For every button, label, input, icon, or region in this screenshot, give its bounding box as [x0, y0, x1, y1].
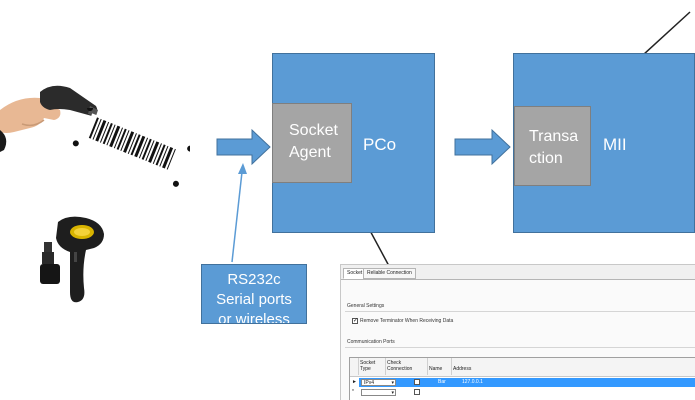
- rs232-pointer-head: [238, 163, 247, 174]
- pco-label: PCo: [363, 135, 397, 154]
- row-header-corner: [350, 358, 359, 375]
- rs232-box: RS232c Serial ports or wireless: [201, 264, 307, 324]
- row-selection-highlight: [359, 378, 695, 387]
- col-address[interactable]: Address: [453, 366, 472, 372]
- socket-agent-box: Socket Agent: [272, 103, 352, 183]
- row-marker: *: [352, 389, 354, 395]
- arrow-scanner-to-pco: [216, 128, 271, 166]
- rs232-line1: RS232c: [227, 271, 281, 288]
- socket-type-value: IPv4: [364, 380, 375, 386]
- transaction-line2: ction: [529, 150, 563, 167]
- grid-header: Socket Type Check Connection Name Addres…: [350, 358, 695, 377]
- socket-type-select[interactable]: IPv4 ▾: [361, 379, 396, 386]
- rs232-line3: or wireless: [218, 311, 290, 324]
- arrow-pco-to-mii: [454, 128, 511, 166]
- table-row[interactable]: ► IPv4 ▾ Bar 127.0.0.1: [350, 378, 695, 387]
- tab-strip-divider: [341, 279, 695, 280]
- usb-receiver-icon: [40, 242, 60, 284]
- socket-settings-dialog: Socket Reliable Connection General Setti…: [340, 264, 695, 400]
- name-cell[interactable]: Bar: [438, 379, 446, 385]
- remove-terminator-checkbox[interactable]: ✓: [352, 318, 359, 324]
- mii-label: MII: [603, 135, 627, 154]
- table-row[interactable]: * ▾: [350, 388, 695, 397]
- rs232-pointer-line: [231, 171, 243, 263]
- transaction-line1: Transa: [529, 128, 579, 145]
- barcode-scanner-in-hand-icon: [0, 85, 98, 152]
- rs232-line2: Serial ports: [216, 291, 292, 308]
- chevron-down-icon: ▾: [391, 390, 394, 396]
- general-settings-divider: [345, 311, 695, 312]
- check-connection-checkbox[interactable]: [414, 389, 420, 395]
- row-marker: ►: [352, 379, 357, 385]
- col-name[interactable]: Name: [428, 358, 452, 375]
- general-settings-title: General Settings: [347, 303, 385, 309]
- handheld-scanner-icon: [56, 216, 104, 303]
- tab-reliable-connection[interactable]: Reliable Connection: [363, 268, 416, 279]
- communication-ports-title: Communication Ports: [347, 339, 395, 345]
- socket-agent-line2: Agent: [289, 144, 331, 161]
- check-connection-checkbox[interactable]: [414, 379, 420, 385]
- communication-ports-divider: [345, 347, 695, 348]
- barcode-icon: [72, 108, 190, 187]
- chevron-down-icon: ▾: [391, 380, 394, 386]
- col-socket-type[interactable]: Socket Type: [359, 358, 386, 375]
- ports-grid: Socket Type Check Connection Name Addres…: [349, 357, 695, 400]
- remove-terminator-label: Remove Terminator When Receiving Data: [360, 318, 454, 324]
- address-cell[interactable]: 127.0.0.1: [462, 379, 483, 385]
- transaction-box: Transa ction: [514, 106, 591, 186]
- socket-agent-line1: Socket: [289, 122, 338, 139]
- col-check-connection[interactable]: Check Connection: [386, 358, 428, 375]
- socket-type-select[interactable]: ▾: [361, 389, 396, 396]
